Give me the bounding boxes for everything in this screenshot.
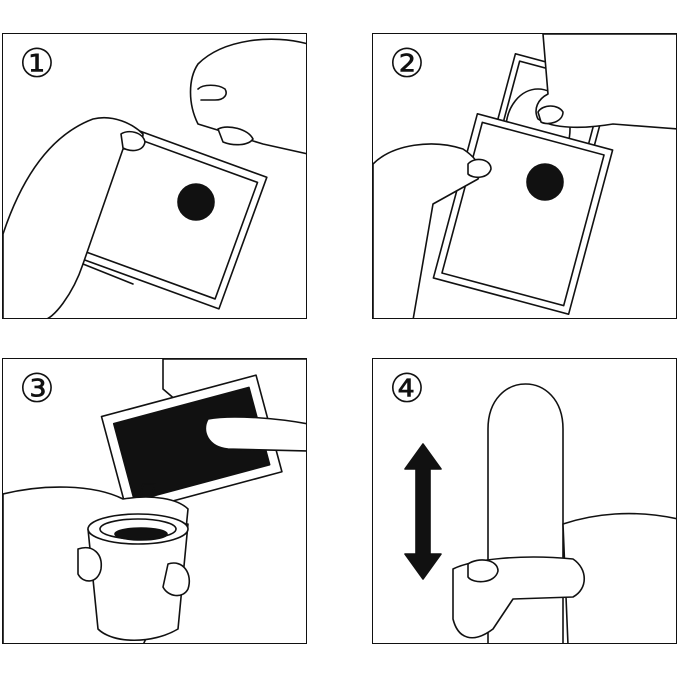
- step-4-panel: ④: [372, 358, 677, 644]
- dot-marker-icon: [526, 163, 564, 201]
- step-number: ②: [389, 41, 425, 87]
- pour-into-cup-illustration: [3, 359, 306, 643]
- dot-marker-icon: [177, 183, 215, 221]
- step-3-panel: ③: [2, 358, 307, 644]
- tear-open-packet-illustration: [3, 38, 306, 318]
- up-down-arrow-icon: [404, 443, 442, 580]
- step-number: ④: [389, 366, 425, 412]
- shake-bottle-illustration: [404, 383, 676, 643]
- step-1-panel: ①: [2, 33, 307, 319]
- step-number: ③: [19, 366, 55, 412]
- step-2-panel: ②: [372, 33, 677, 319]
- step-number: ①: [19, 41, 55, 87]
- remove-pouch-illustration: [373, 34, 676, 318]
